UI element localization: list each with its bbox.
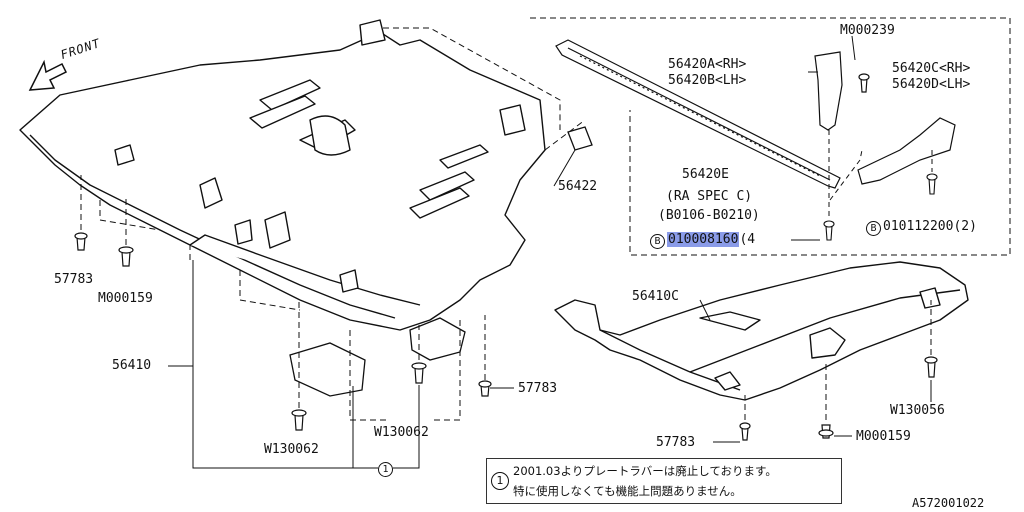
part-010112200: 010112200(2) xyxy=(883,219,977,234)
bracket-56420a xyxy=(814,51,870,131)
note-line-2: 特に使用しなくても機能上問題ありません。 xyxy=(513,484,742,498)
ref-b-circle: B xyxy=(650,234,665,249)
ref-1-number: 1 xyxy=(378,462,393,477)
label-56420b: 56420B<LH> xyxy=(668,73,747,88)
ref-b-circle-right: B xyxy=(866,221,881,236)
label-range: (B0106-B0210) xyxy=(658,208,760,223)
label-m000239: M000239 xyxy=(840,23,895,38)
label-56420d: 56420D<LH> xyxy=(892,77,971,92)
fasteners-left xyxy=(74,232,492,431)
leader-lines-rh xyxy=(699,299,932,443)
leader-lines-main xyxy=(168,149,576,469)
label-ra-spec: (RA SPEC C) xyxy=(666,189,753,204)
diagram-id: A572001022 xyxy=(912,496,985,510)
label-56420c: 56420C<RH> xyxy=(892,61,971,76)
label-m000159-left: M000159 xyxy=(98,291,153,306)
undercover-main xyxy=(19,19,546,331)
label-56410: 56410 xyxy=(112,358,152,373)
sidesill-56420e xyxy=(555,39,841,189)
fasteners-rh xyxy=(739,356,938,441)
label-57783-right: 57783 xyxy=(656,435,696,450)
inset-leaders xyxy=(828,130,933,218)
front-arrow-icon xyxy=(28,59,68,91)
clip-56422 xyxy=(567,126,593,151)
leader-dashes-rh xyxy=(744,300,932,420)
inset-leaders-solid xyxy=(791,35,856,241)
label-56420a: 56420A<RH> xyxy=(668,57,747,72)
ref-1-circle: 1 xyxy=(378,461,395,477)
part-number-highlight[interactable]: 010008160 xyxy=(667,232,740,247)
label-57783-left: 57783 xyxy=(54,272,94,287)
label-w130056: W130056 xyxy=(890,403,945,418)
label-56410c: 56410C xyxy=(632,289,679,304)
note-number: 1 xyxy=(491,472,509,490)
label-w130062-right: W130062 xyxy=(374,425,429,440)
undercover-rh xyxy=(554,261,969,401)
cover-56420c xyxy=(857,117,956,185)
label-56420e: 56420E xyxy=(682,167,729,182)
label-57783-mid: 57783 xyxy=(518,381,558,396)
leader-dashes-main xyxy=(80,27,586,421)
note-box: 1 2001.03よりプレートラバーは廃止しております。 特に使用しなくても機能… xyxy=(486,458,842,504)
label-56422: 56422 xyxy=(558,179,598,194)
plate-rubber xyxy=(289,317,466,397)
note-line-1: 2001.03よりプレートラバーは廃止しております。 xyxy=(513,464,777,478)
inset-fasteners xyxy=(823,173,938,241)
inset-box xyxy=(530,17,1011,256)
label-m000159-right: M000159 xyxy=(856,429,911,444)
qty-010008160: (4 xyxy=(739,232,756,247)
label-w130062-left: W130062 xyxy=(264,442,319,457)
